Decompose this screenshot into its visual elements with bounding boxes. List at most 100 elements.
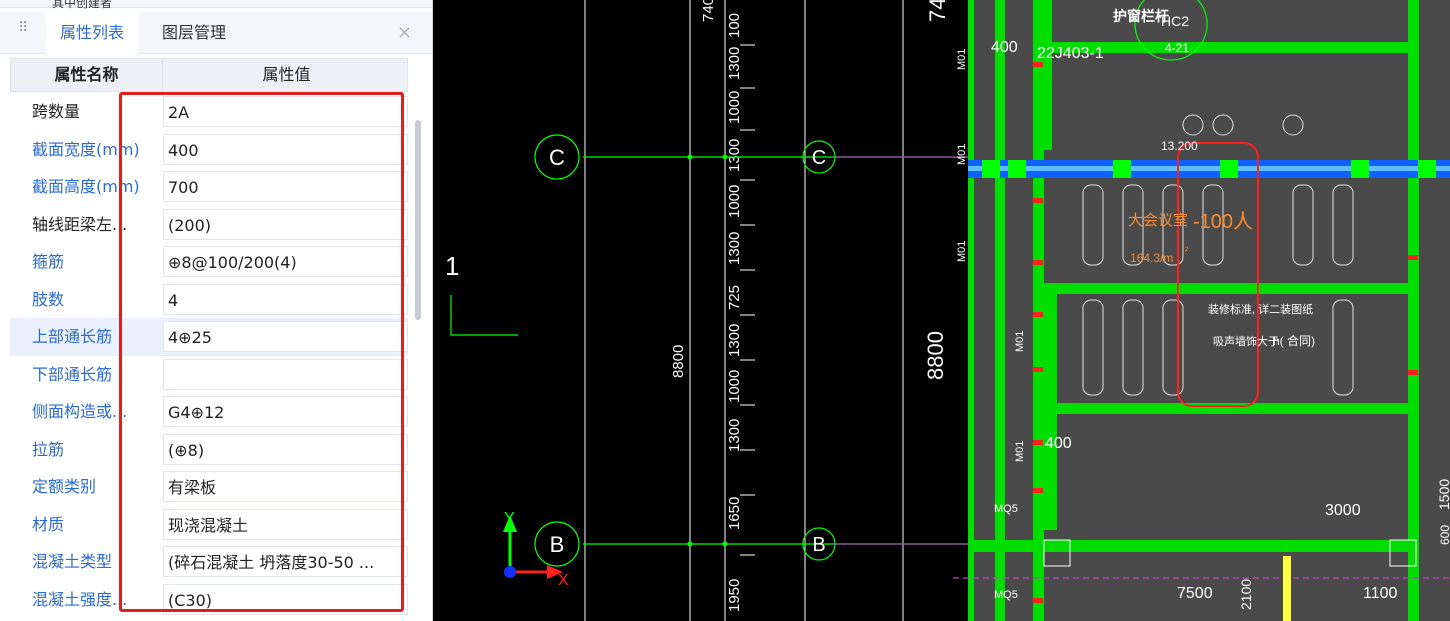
property-value-field[interactable]: G4⊕12 — [163, 396, 408, 427]
table-row[interactable]: 箍筋⊕8@100/200(4) — [10, 243, 408, 281]
drag-handle-icon[interactable]: ⠿ — [18, 20, 29, 36]
dim-text: 725 — [726, 285, 743, 310]
property-name: 肢数 — [32, 289, 65, 309]
property-table-header: 属性名称 属性值 — [10, 58, 408, 92]
room-area-label: 164.3/m — [1130, 251, 1173, 265]
width-400-label: 400 — [991, 39, 1018, 56]
property-name: 拉筋 — [32, 439, 65, 459]
room-capacity-label: -100人 — [1193, 210, 1253, 233]
header-property-value: 属性值 — [262, 65, 311, 84]
property-value-field[interactable]: 4 — [163, 283, 408, 315]
property-value-field[interactable]: (C30) — [163, 583, 408, 615]
table-row[interactable]: 截面高度(mm)700 — [10, 168, 408, 206]
property-name: 定额类别 — [32, 477, 97, 496]
room-area-sup: ² — [1185, 246, 1189, 257]
property-value-field[interactable]: 有梁板 — [163, 471, 408, 502]
plan-walls — [968, 0, 1450, 621]
property-value-field[interactable]: (200) — [163, 208, 408, 240]
dim-7500: 7500 — [1177, 585, 1213, 602]
conference-table-outline — [1177, 142, 1259, 407]
axis-y-label: Y — [504, 510, 515, 527]
tab-layer-management[interactable]: 图层管理 — [162, 23, 227, 42]
mark-1: 1 — [445, 251, 459, 281]
note-contract: h( 合同) — [1273, 333, 1315, 348]
panel-top-strip: 其中创建者 — [0, 0, 432, 10]
dim-text: 1300 — [726, 419, 743, 452]
note-finish: 装修标准, 详二装图纸 — [1208, 302, 1313, 316]
width-400b-label: 400 — [1045, 435, 1072, 452]
table-row[interactable]: 下部通长筋 — [10, 356, 408, 394]
elevation-label: 13.200 — [1161, 139, 1198, 153]
plan-annotations: 护窗栏杆 HC2 4-21 400 22J403-1 13.200 大会议室 -… — [956, 8, 1450, 610]
railing-label: 护窗栏杆 — [1113, 8, 1169, 24]
dim-3000: 3000 — [1325, 502, 1361, 519]
dim-1100: 1100 — [1363, 585, 1398, 602]
panel-tab-bar: ⠿ 属性列表 图层管理 × — [0, 12, 432, 54]
table-row[interactable]: 跨数量 2A — [10, 93, 408, 131]
table-row[interactable]: 侧面构造或... G4⊕12 — [10, 393, 408, 431]
property-value-field[interactable]: 2A — [163, 96, 408, 127]
property-value-field[interactable]: 现浇混凝土 — [163, 508, 408, 540]
vertical-dimension-lines — [584, 0, 904, 621]
beam-centerline — [968, 166, 1450, 171]
hc2-label: HC2 — [1161, 13, 1189, 29]
property-name: 跨数量 — [32, 102, 81, 121]
dim-text: 1300 — [726, 139, 743, 172]
dim-text: 1000 — [726, 185, 743, 218]
door-m01: M01 — [1014, 331, 1026, 352]
dim-text: 1000 — [726, 91, 743, 124]
table-row[interactable]: 定额类别 有梁板 — [10, 468, 408, 506]
dim-text-74: 74 — [925, 0, 950, 22]
column-box — [1389, 539, 1417, 567]
dim-text: 1650 — [726, 497, 743, 530]
note-acoustic: 吸声墙饰大于 — [1213, 334, 1279, 348]
property-value-field[interactable]: ⊕8@100/200(4) — [163, 246, 408, 277]
panel-scrollbar[interactable] — [415, 120, 421, 320]
dim-text: 1000 — [726, 370, 743, 403]
property-value-field[interactable]: 400 — [163, 133, 408, 165]
close-icon[interactable]: × — [397, 22, 413, 43]
table-row[interactable]: 肢数 4 — [10, 281, 408, 319]
property-value-field[interactable]: (⊕8) — [163, 433, 408, 465]
axis-label-b: B — [812, 534, 825, 556]
table-row[interactable]: 材质 现浇混凝土 — [10, 506, 408, 544]
vertical-dimension-texts: 740 100 1300 1000 1300 1000 1300 725 130… — [670, 0, 950, 612]
table-row[interactable]: 拉筋 (⊕8) — [10, 431, 408, 469]
axis-label-c: C — [812, 147, 826, 169]
column-squares — [982, 160, 1436, 178]
door-m01: M01 — [956, 144, 968, 165]
dimension-ticks — [740, 44, 755, 556]
property-name: 下部通长筋 — [32, 364, 113, 384]
column-box — [1043, 539, 1071, 567]
red-markers — [1033, 62, 1418, 603]
hc2-sub-label: 4-21 — [1165, 41, 1189, 55]
property-name: 材质 — [32, 514, 65, 534]
table-row[interactable]: 混凝土类型(碎石混凝土 坍落度30-50 ... — [10, 543, 408, 581]
tab-property-list[interactable]: 属性列表 — [46, 12, 139, 54]
property-value-field[interactable]: 700 — [163, 171, 408, 202]
table-row[interactable]: 截面宽度(mm)400 — [10, 131, 408, 169]
dim-text-8800-small: 8800 — [670, 345, 687, 378]
table-row[interactable]: 混凝土强度... (C30) — [10, 581, 408, 619]
room-name-label: 大会议室 — [1128, 212, 1188, 229]
dim-text: 1950 — [726, 579, 743, 612]
ucs-axis-icon: Y X — [503, 510, 569, 589]
axis-label-c: C — [549, 145, 565, 170]
property-value-field[interactable]: 4⊕25 — [163, 321, 408, 352]
property-name: 混凝土强度... — [32, 589, 128, 609]
property-name: 侧面构造或... — [32, 402, 128, 421]
door-m01: M01 — [1014, 441, 1026, 462]
door-m01: M01 — [956, 241, 968, 262]
header-property-name: 属性名称 — [11, 59, 163, 91]
cad-drawing-canvas[interactable]: 740 100 1300 1000 1300 1000 1300 725 130… — [433, 0, 1450, 621]
property-value-field[interactable]: (碎石混凝土 坍落度30-50 ... — [163, 546, 408, 577]
axis-bubble-labels: C C B B — [549, 145, 826, 557]
door-m01: M01 — [956, 49, 968, 70]
grid-dots — [687, 154, 728, 547]
table-row[interactable]: 轴线距梁左...(200) — [10, 206, 408, 244]
yellow-element — [1283, 556, 1291, 621]
axis-label-b: B — [550, 532, 565, 557]
property-value-field[interactable] — [163, 358, 408, 390]
dim-text: 1300 — [726, 47, 743, 80]
